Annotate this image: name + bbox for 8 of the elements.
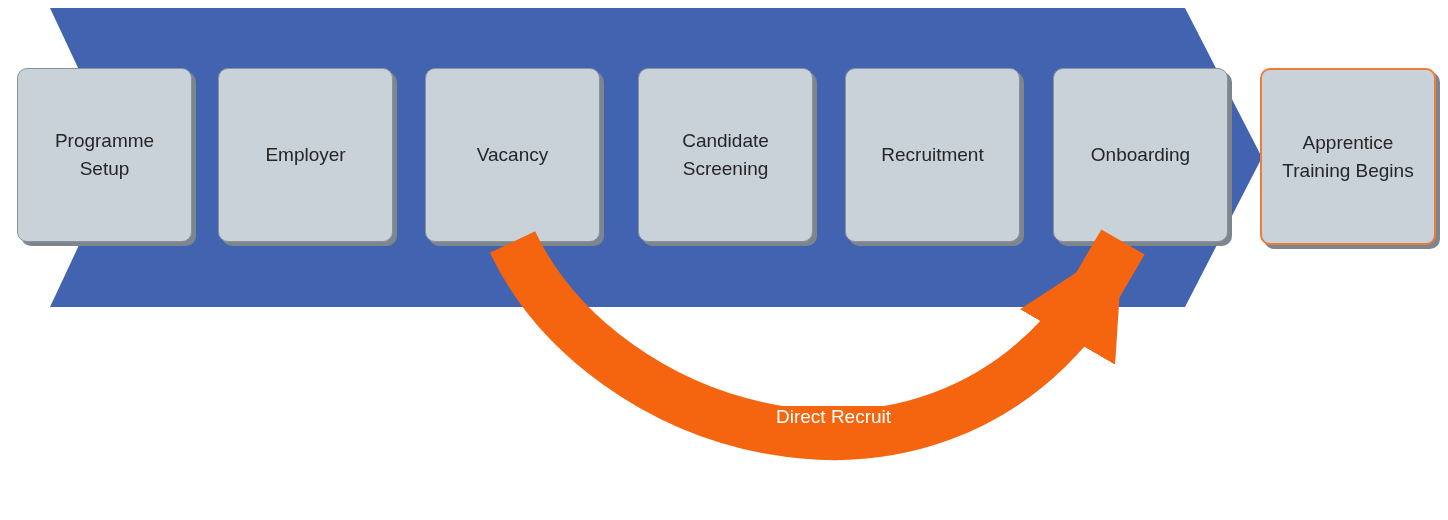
- step-label: Apprentice Training Begins: [1281, 130, 1415, 183]
- step-label: Employer: [265, 143, 346, 167]
- step-label: Onboarding: [1090, 143, 1191, 167]
- step-label: Programme Setup: [53, 129, 156, 181]
- step-label: Recruitment: [881, 143, 984, 167]
- step-label: Vacancy: [476, 143, 549, 167]
- step-label: Candidate Screening: [681, 129, 770, 181]
- chevron-band: [50, 8, 1262, 307]
